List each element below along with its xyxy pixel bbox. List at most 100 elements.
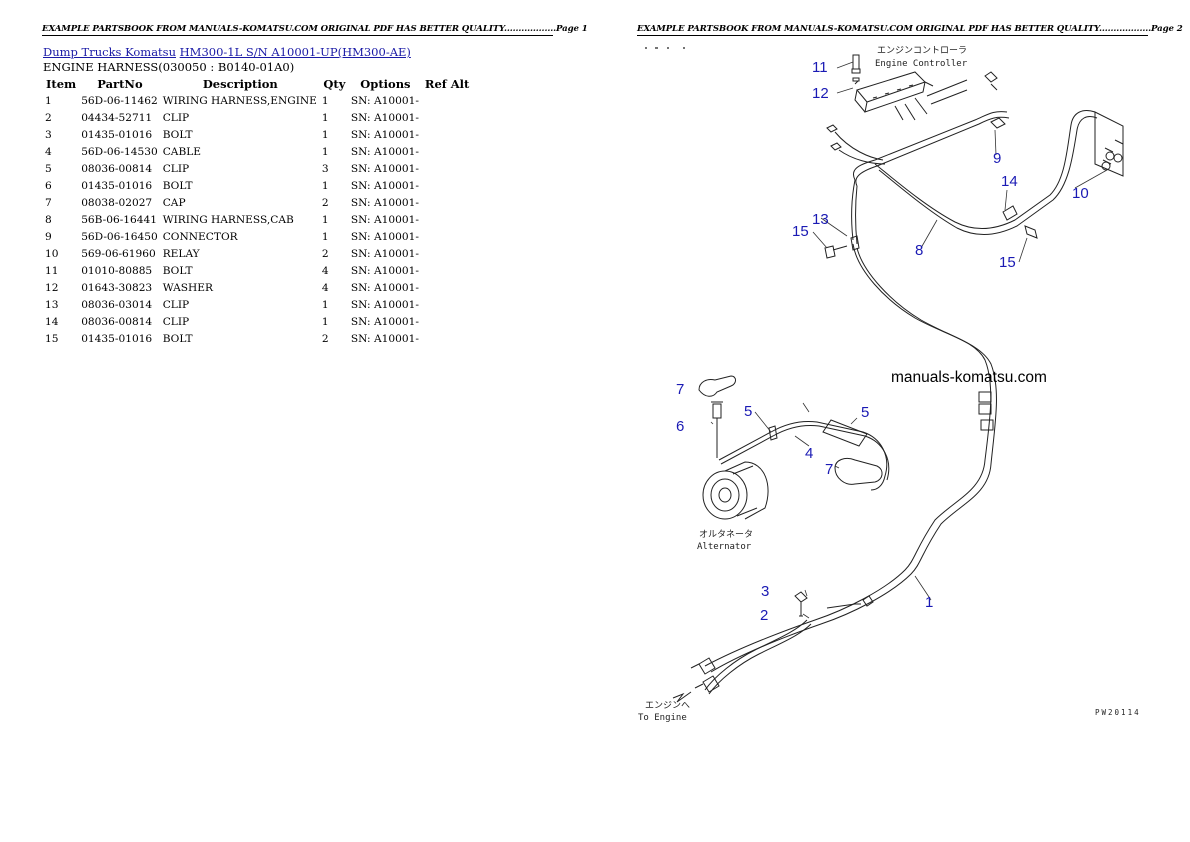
section-title: ENGINE HARNESS(030050 : B0140-01A0) xyxy=(43,60,295,74)
engine-controller-drawing xyxy=(851,54,998,121)
cell-options: SN: A10001- xyxy=(350,95,419,107)
cell-ref-alt xyxy=(422,127,472,144)
cell-qty: 4 xyxy=(321,282,329,294)
cell-qty: 1 xyxy=(321,316,329,328)
cell-item: 4 xyxy=(45,146,52,158)
table-row: 3 01435-01016 BOLT 1 SN: A10001- xyxy=(43,127,472,144)
cell-options: SN: A10001- xyxy=(350,265,419,277)
cell-partno: 01435-01016 xyxy=(81,333,153,345)
cell-qty: 1 xyxy=(321,299,329,311)
table-row: 1 56D-06-11462 WIRING HARNESS,ENGINE 1 SN: A… xyxy=(43,93,472,110)
cell-options: SN: A10001- xyxy=(350,129,419,141)
cell-ref-alt xyxy=(422,263,472,280)
cell-item: 8 xyxy=(45,214,52,226)
cell-ref-alt xyxy=(422,297,472,314)
diagram-linework xyxy=(645,47,1124,703)
page-header-right: EXAMPLE PARTSBOOK FROM MANUALS-KOMATSU.C… xyxy=(637,24,1183,36)
cell-partno: 01643-30823 xyxy=(81,282,153,294)
cell-partno: 56D-06-11462 xyxy=(81,95,158,107)
cell-description: BOLT xyxy=(162,265,193,277)
column-header-ref-alt: Ref Alt xyxy=(424,77,470,91)
callout-6: 6 xyxy=(676,418,684,435)
label-to-engine-jp: エンジンへ xyxy=(645,701,690,711)
cell-ref-alt xyxy=(422,110,472,127)
cell-item: 3 xyxy=(45,129,52,141)
breadcrumb-link-model[interactable]: HM300-1L S/N A10001-UP(HM300-AE) xyxy=(179,45,411,59)
cell-options: SN: A10001- xyxy=(350,299,419,311)
column-header-qty: Qty xyxy=(323,77,346,91)
cell-ref-alt xyxy=(422,195,472,212)
cell-qty: 1 xyxy=(321,129,329,141)
cell-ref-alt xyxy=(422,246,472,263)
drawing-code: PW20114 xyxy=(1095,708,1141,717)
callout-1: 1 xyxy=(925,594,933,611)
cell-partno: 08036-00814 xyxy=(81,316,153,328)
cell-partno: 56B-06-16441 xyxy=(81,214,157,226)
cell-description: CLIP xyxy=(162,112,190,124)
column-header-item: Item xyxy=(46,77,77,91)
callout-11: 11 xyxy=(812,59,828,76)
callout-labels: 11 12 9 14 10 13 15 8 15 7 5 5 6 4 7 3 1… xyxy=(676,59,1089,624)
cell-item: 14 xyxy=(45,316,59,328)
column-header-options: Options xyxy=(360,77,411,91)
column-header-description: Description xyxy=(202,77,278,91)
callout-14: 14 xyxy=(1001,173,1018,190)
callout-7-bottom: 7 xyxy=(825,461,833,478)
cell-ref-alt xyxy=(422,178,472,195)
cell-ref-alt xyxy=(422,212,472,229)
cell-qty: 1 xyxy=(321,95,329,107)
cell-item: 13 xyxy=(45,299,59,311)
table-header-row: Item PartNo Description Qty Options Ref … xyxy=(43,76,472,93)
cell-ref-alt xyxy=(422,93,472,110)
callout-5-right: 5 xyxy=(861,404,869,421)
cell-item: 1 xyxy=(45,95,52,107)
cell-ref-alt xyxy=(422,161,472,178)
cell-partno: 01435-01016 xyxy=(81,129,153,141)
cell-description: WIRING HARNESS,ENGINE xyxy=(162,95,317,107)
cell-options: SN: A10001- xyxy=(350,163,419,175)
cab-harness-drawing xyxy=(824,110,1124,259)
cell-qty: 1 xyxy=(321,146,329,158)
breadcrumb: Dump Trucks Komatsu HM300-1L S/N A10001-… xyxy=(43,45,411,59)
callout-3: 3 xyxy=(761,583,769,600)
cell-partno: 569-06-61960 xyxy=(81,248,156,260)
cell-description: BOLT xyxy=(162,129,193,141)
cell-partno: 04434-52711 xyxy=(81,112,153,124)
cell-partno: 08038-02027 xyxy=(81,197,153,209)
callout-9: 9 xyxy=(993,150,1001,167)
callout-2: 2 xyxy=(760,607,768,624)
label-to-engine-en: To Engine xyxy=(638,713,687,723)
cell-options: SN: A10001- xyxy=(350,316,419,328)
callout-8: 8 xyxy=(915,242,923,259)
cell-item: 7 xyxy=(45,197,52,209)
parts-list-page: EXAMPLE PARTSBOOK FROM MANUALS-KOMATSU.C… xyxy=(42,24,588,345)
cell-qty: 1 xyxy=(321,214,329,226)
alternator-drawing xyxy=(698,375,890,520)
cell-description: WIRING HARNESS,CAB xyxy=(162,214,294,226)
cell-description: RELAY xyxy=(162,248,200,260)
callout-7-top: 7 xyxy=(676,381,684,398)
cell-item: 15 xyxy=(45,333,59,345)
cell-options: SN: A10001- xyxy=(350,197,419,209)
cell-description: CLIP xyxy=(162,299,190,311)
harness-diagram: 11 12 9 14 10 13 15 8 15 7 5 5 6 4 7 3 1… xyxy=(638,45,1141,723)
cell-qty: 2 xyxy=(321,333,329,345)
cell-options: SN: A10001- xyxy=(350,112,419,124)
callout-15-right: 15 xyxy=(999,254,1016,271)
cell-partno: 56D-06-16450 xyxy=(81,231,158,243)
cell-description: WASHER xyxy=(162,282,213,294)
breadcrumb-link-category[interactable]: Dump Trucks Komatsu xyxy=(43,45,176,59)
cell-description: CAP xyxy=(162,197,186,209)
cell-item: 12 xyxy=(45,282,59,294)
cell-item: 11 xyxy=(45,265,59,277)
cell-options: SN: A10001- xyxy=(350,146,419,158)
